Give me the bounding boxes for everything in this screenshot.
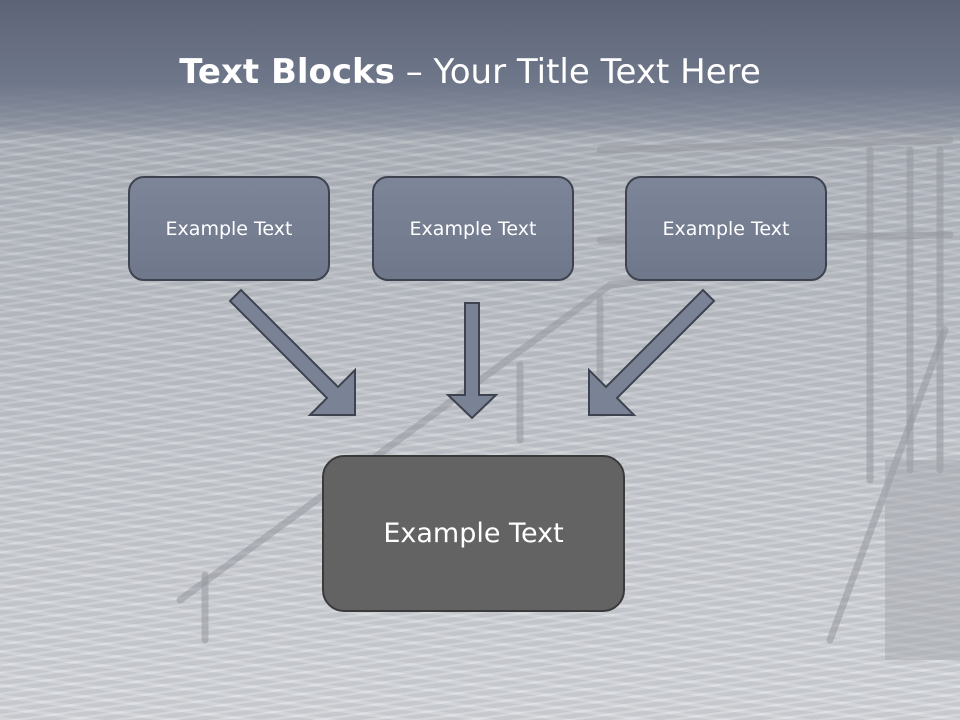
text-block-label: Example Text <box>409 217 537 240</box>
slide-title-bold: Text Blocks <box>179 52 395 92</box>
text-block-label: Example Text <box>383 518 564 549</box>
text-block-top-left: Example Text <box>128 176 330 281</box>
slide-title-rest: – Your Title Text Here <box>394 52 761 92</box>
arrow-left-diagonal <box>228 288 356 416</box>
text-block-bottom: Example Text <box>322 455 625 612</box>
text-block-top-right: Example Text <box>625 176 827 281</box>
slide-header-band <box>0 0 960 140</box>
arrow-down-middle <box>445 302 499 420</box>
text-block-label: Example Text <box>662 217 790 240</box>
text-block-label: Example Text <box>165 217 293 240</box>
text-block-top-middle: Example Text <box>372 176 574 281</box>
slide-title: Text Blocks – Your Title Text Here <box>0 52 940 92</box>
arrow-right-diagonal <box>588 288 716 416</box>
